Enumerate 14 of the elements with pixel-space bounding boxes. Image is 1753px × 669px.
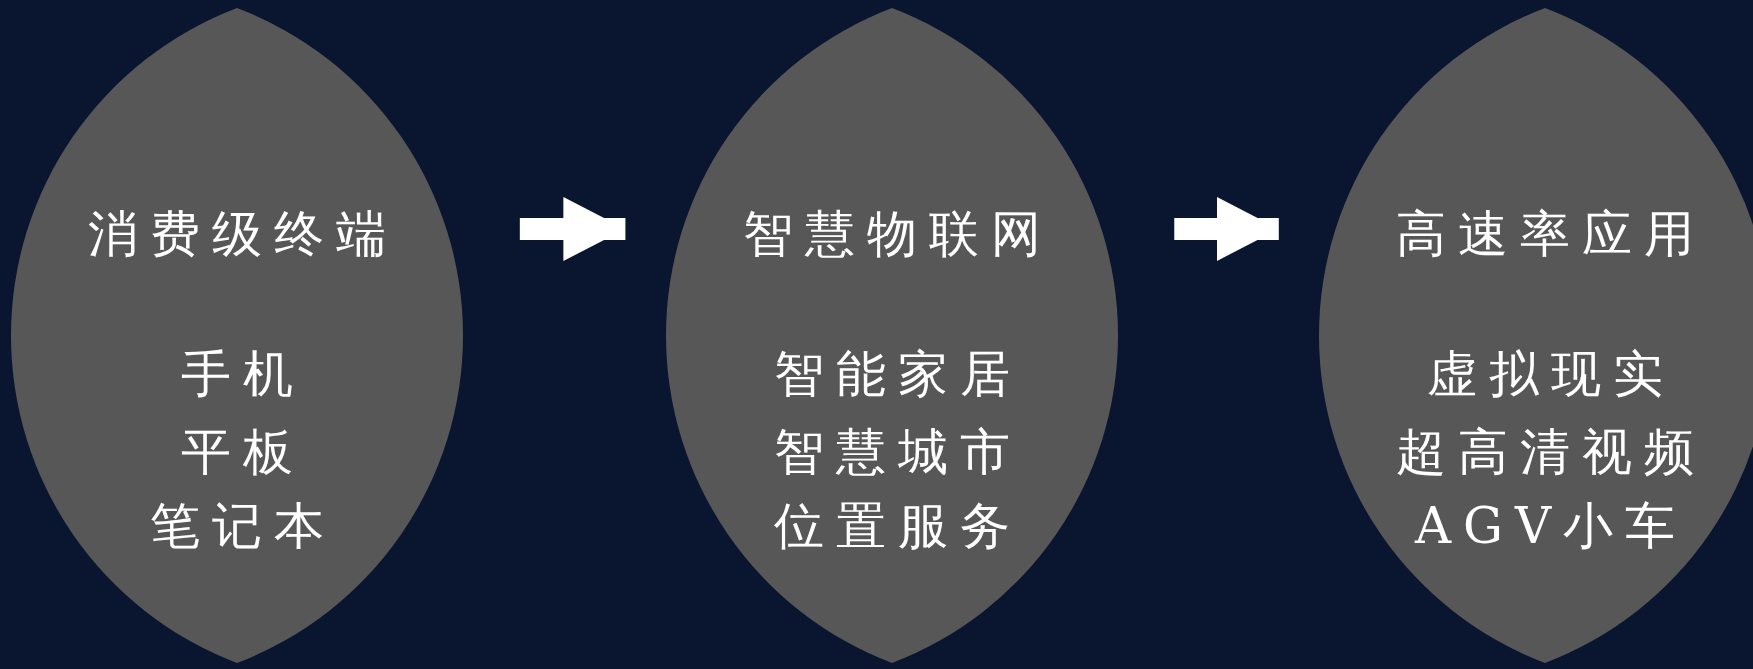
item-text: 笔记本 — [149, 497, 336, 555]
item-text: 位置服务 — [773, 497, 1022, 555]
item-text: 智慧城市 — [773, 423, 1022, 481]
item-text: 虚拟现实 — [1426, 345, 1675, 403]
heading-text: 消费级终端 — [87, 205, 398, 263]
heading-text: 高速率应用 — [1395, 205, 1706, 263]
arrow — [1174, 197, 1279, 261]
item-text: 手机 — [180, 345, 305, 403]
item-text: 平板 — [180, 423, 305, 481]
item-text: 智能家居 — [773, 345, 1022, 403]
arrow — [519, 197, 626, 261]
item-text: 超高清视频 — [1395, 423, 1706, 481]
heading-text: 智慧物联网 — [742, 205, 1053, 263]
item-text: AGV小车 — [1413, 497, 1688, 555]
